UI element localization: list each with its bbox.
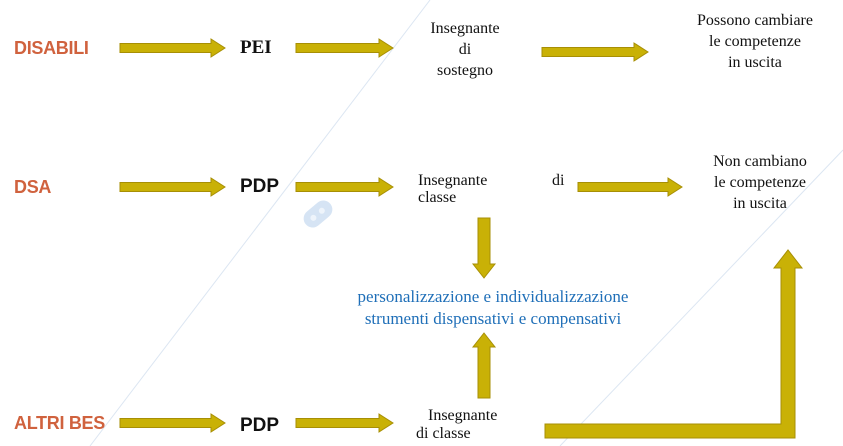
category-dsa: DSA	[14, 177, 52, 197]
teacher-sostegno: Insegnante di sostegno	[405, 18, 525, 81]
arrow-pdp-to-teacher	[295, 177, 394, 197]
center-box-line2: strumenti dispensativi e compensativi	[364, 309, 622, 328]
plan-pdp-bes: PDP	[240, 415, 280, 436]
center-box-line1: personalizzazione e individualizzazione	[357, 287, 629, 306]
arrow-dsa-to-pdp	[119, 177, 226, 197]
arrow-bes-to-outcome	[544, 249, 804, 439]
background-line	[559, 149, 843, 446]
teacher-bes-line1: Insegnante	[428, 407, 498, 424]
outcome-change-line3: in uscita	[728, 54, 782, 71]
background-line	[89, 0, 431, 446]
teacher-sostegno-line1: Insegnante	[430, 20, 500, 37]
arrow-teacher-to-outcome-dsa	[577, 177, 683, 197]
background-lines	[89, 0, 843, 446]
outcome-nochange-line3: in uscita	[733, 195, 787, 212]
plan-pdp-dsa: PDP	[240, 176, 280, 197]
arrow-pei-to-teacher	[295, 38, 394, 58]
teacher-classe-line1: Insegnante	[418, 172, 488, 189]
center-box: personalizzazione e individualizzazione …	[318, 286, 668, 330]
arrow-pdp-to-teacher-bes	[295, 413, 394, 433]
watermark-logo	[303, 200, 333, 228]
category-altri-bes: ALTRI BES	[14, 413, 105, 433]
arrow-disabili-to-pei	[119, 38, 226, 58]
teacher-classe-line2: classe	[418, 189, 457, 206]
teacher-sostegno-line3: sostegno	[437, 62, 493, 79]
arrow-bes-to-pdp	[119, 413, 226, 433]
arrow-up-to-center	[471, 332, 497, 399]
category-disabili: DISABILI	[14, 38, 89, 58]
arrow-down-to-center	[471, 217, 497, 279]
outcome-change-line2: le competenze	[709, 33, 801, 50]
teacher-bes-line2: di classe	[416, 425, 471, 442]
outcome-nochange-line2: le competenze	[714, 174, 806, 191]
outcome-nochange-line1: Non cambiano	[713, 153, 807, 170]
outcome-change: Possono cambiare le competenze in uscita	[680, 10, 830, 73]
teacher-sostegno-line2: di	[458, 41, 472, 58]
arrow-teacher-to-outcome	[541, 42, 649, 62]
arrow-group	[119, 38, 804, 439]
teacher-classe-di: di	[552, 172, 565, 189]
outcome-change-line1: Possono cambiare	[697, 12, 813, 29]
outcome-nochange: Non cambiano le competenze in uscita	[685, 151, 835, 214]
plan-pei: PEI	[240, 37, 272, 58]
